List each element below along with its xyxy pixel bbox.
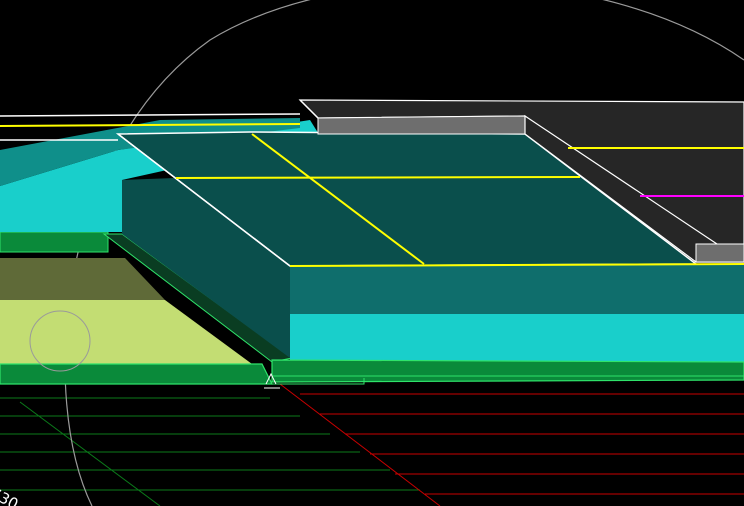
left-green-base bbox=[0, 363, 273, 385]
green-grid-lines bbox=[0, 397, 420, 506]
base-step-outline bbox=[272, 378, 365, 385]
red-grid-lines bbox=[279, 383, 744, 506]
slab-green-base bbox=[271, 359, 744, 383]
white-outline-lines bbox=[0, 113, 301, 267]
left-olive-layer bbox=[0, 258, 165, 300]
left-green-strip-top bbox=[0, 231, 109, 253]
ucs-marker-icon[interactable] bbox=[264, 372, 280, 389]
left-light-olive-layer bbox=[0, 300, 252, 364]
raised-edge-white-line bbox=[299, 99, 319, 119]
right-gray-band bbox=[695, 243, 744, 263]
slab-left-face bbox=[122, 178, 290, 358]
snap-circle-icon[interactable] bbox=[29, 310, 91, 372]
slab-front-upper bbox=[290, 264, 744, 314]
yellow-layout-lines bbox=[0, 123, 744, 267]
slab-front-lower bbox=[290, 314, 744, 362]
raised-edge-gray-band bbox=[317, 115, 526, 135]
